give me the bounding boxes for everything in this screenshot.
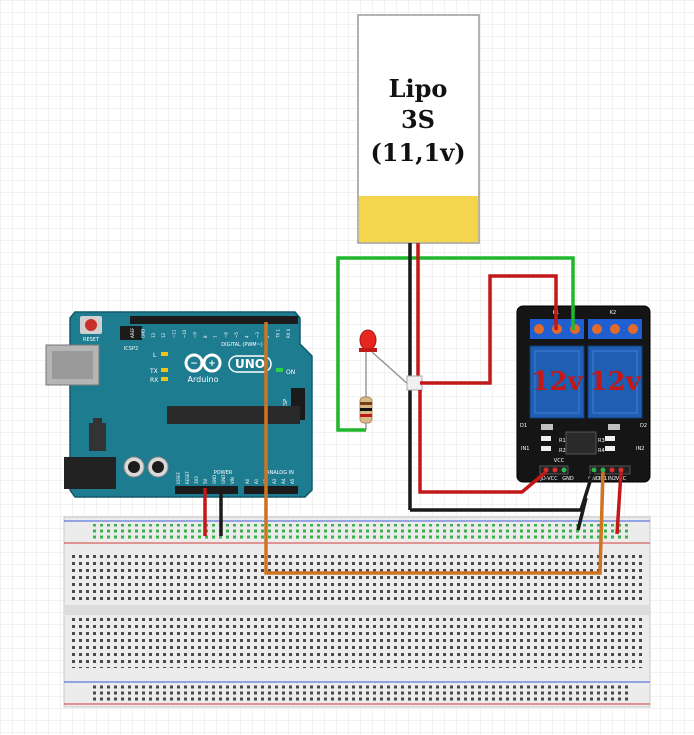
relay-pin-in2: IN2 <box>608 476 616 482</box>
analog-header <box>244 486 298 494</box>
red-led <box>359 329 411 387</box>
wire-junction <box>406 375 423 391</box>
digital-pin-label: 4 <box>244 335 249 338</box>
icsp2-label: ICSP2 <box>124 346 138 352</box>
digital-pin-label: ~9 <box>192 332 197 338</box>
wire-black-relay-gnd <box>410 471 595 512</box>
breadboard <box>63 516 651 708</box>
svg-text:−: − <box>190 359 198 369</box>
wires <box>203 243 623 575</box>
icsp2-header <box>120 326 142 340</box>
led-label-l: L <box>153 352 157 359</box>
coil-2-label: 12v <box>589 367 641 397</box>
analog-pin-label: A4 <box>281 478 286 484</box>
power-jack <box>64 457 116 489</box>
digital-pin-label: 7 <box>213 335 218 338</box>
relay-label-d1: D1 <box>520 423 527 429</box>
digital-pin-label: ~6 <box>224 332 229 338</box>
power-pin-label: GND <box>221 475 226 484</box>
analog-label: ANALOG IN <box>266 470 294 476</box>
wire-red-relay-com <box>420 274 558 385</box>
led-label-tx: TX <box>149 368 158 375</box>
icsp-label: ICSP <box>283 399 289 410</box>
terminal-block-2 <box>588 319 642 339</box>
coil-1-label: 12v <box>531 367 583 397</box>
wire-red-relay-vcc <box>418 390 548 494</box>
arduino-uno: RESET ICSP2 DIGITAL (PWM~) AREF GND 13 12 ~1… <box>45 311 313 498</box>
reset-label: RESET <box>83 337 100 343</box>
top-terminal-strip <box>72 552 642 602</box>
relay-label-r2: R2 <box>559 448 566 454</box>
analog-pin-label: A0 <box>245 478 250 484</box>
power-pin-label: GND <box>212 475 217 484</box>
top-power-rail <box>92 524 632 540</box>
lipo-battery: Lipo 3S (11,1v) <box>357 14 480 244</box>
analog-pin-label: A3 <box>272 478 277 484</box>
uno-label: UNO <box>235 357 265 371</box>
wire-black-gnd-rail <box>576 497 588 531</box>
battery-label-line2: 3S <box>401 105 435 134</box>
analog-pin-label: A5 <box>290 478 295 484</box>
power-pin-label: IOREF <box>176 471 181 484</box>
digital-pin-label: 8 <box>203 335 208 338</box>
led-label-rx: RX <box>150 377 158 384</box>
digital-pin-label: ~10 <box>182 329 187 338</box>
digital-pin-label: ~11 <box>172 329 177 338</box>
digital-pin-label: 12 <box>161 332 166 338</box>
digital-pin-label: 13 <box>151 332 156 338</box>
relay-label-in2-led: IN2 <box>636 446 644 452</box>
relay-pin-vcc2: VCC <box>554 458 565 464</box>
digital-header <box>130 316 298 324</box>
relay-pin-gnd: GND <box>588 476 600 482</box>
digital-pin-label: GND <box>140 329 145 338</box>
digital-label: DIGITAL (PWM~) <box>221 342 263 348</box>
power-pin-label: 3V3 <box>194 476 199 484</box>
microcontroller-chip <box>167 406 300 424</box>
relay-coil-2: 12v <box>587 345 643 419</box>
analog-pin-label: A1 <box>254 478 259 484</box>
relay-label-k2: K2 <box>610 310 616 316</box>
uno-badge <box>228 355 272 373</box>
battery-band <box>358 196 479 243</box>
relay-module: K1 K2 12v 12v <box>516 305 651 483</box>
power-pin-label: 5V <box>203 478 208 484</box>
svg-text:+: + <box>208 359 216 369</box>
brand-label: Arduino <box>188 375 219 384</box>
digital-pin-label: TX 1 <box>276 329 281 339</box>
relay-label-r3: R3 <box>598 438 605 444</box>
relay-label-r1: R1 <box>559 438 566 444</box>
bottom-terminal-strip <box>72 618 642 668</box>
wire-green <box>336 256 575 432</box>
digital-pin-label: AREF <box>130 327 135 338</box>
relay-label-d2: D2 <box>640 423 647 429</box>
wire-red-relay-rail <box>615 471 623 535</box>
wire-orange-signal <box>264 322 605 575</box>
relay-coil-1: 12v <box>529 345 585 419</box>
power-pin-label: RESET <box>185 471 190 484</box>
power-pin-labels: IOREF RESET 3V3 5V GND GND VIN <box>176 471 235 484</box>
bottom-power-rail <box>92 685 632 701</box>
digital-pin-label: RX 0 <box>286 328 291 338</box>
battery-label-line3: (11,1v) <box>370 138 465 167</box>
relay-label-in1-led: IN1 <box>521 446 529 452</box>
digital-pin-label: ~3 <box>255 332 260 338</box>
on-label: ON <box>286 369 295 376</box>
power-label: POWER <box>214 470 233 476</box>
relay-pin-gnd2: GND <box>562 476 574 482</box>
relay-pin-jdvcc: JD-VCC <box>539 476 558 482</box>
center-channel <box>64 605 650 615</box>
battery-label-line1: Lipo <box>389 74 448 103</box>
power-pin-label: VIN <box>230 477 235 484</box>
relay-label-r4: R4 <box>598 448 605 454</box>
arduino-logo-icon: − + <box>184 353 222 373</box>
digital-pin-label: ~5 <box>234 332 239 338</box>
